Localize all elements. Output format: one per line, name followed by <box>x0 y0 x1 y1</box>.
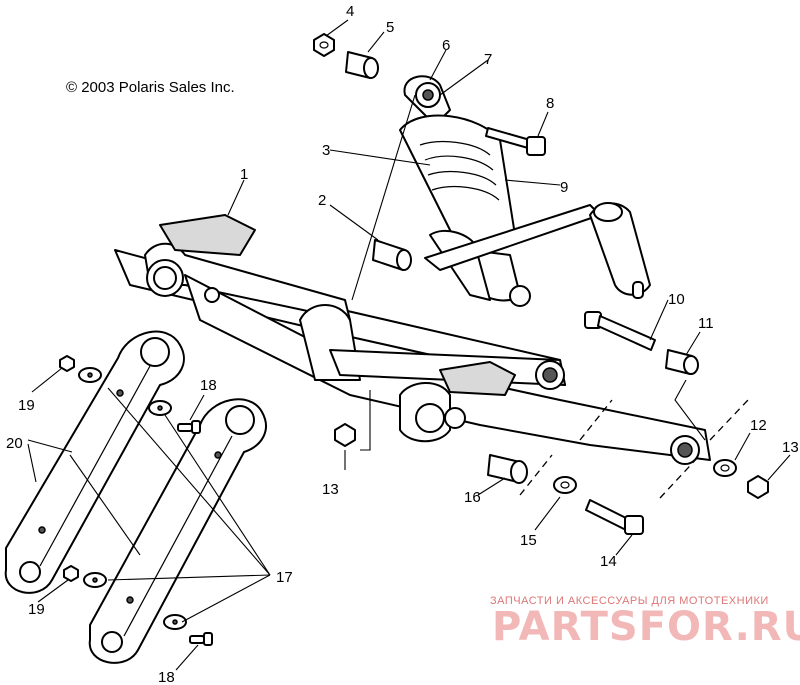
callout-20: 20 <box>6 435 23 452</box>
washer-17-a <box>78 367 102 383</box>
bushing-11 <box>665 349 699 375</box>
bolt-8 <box>485 127 546 156</box>
callout-12: 12 <box>750 417 767 434</box>
swing-arm-assembly <box>114 214 711 465</box>
callout-13-left: 13 <box>322 481 339 498</box>
dashed-axis-lines <box>519 399 749 499</box>
nut-19-lower <box>63 565 79 582</box>
callout-7: 7 <box>484 51 492 68</box>
callout-16: 16 <box>464 489 481 506</box>
callout-19-lower: 19 <box>28 601 45 618</box>
nut-4 <box>313 33 335 57</box>
callout-18-lower: 18 <box>158 669 175 685</box>
bolt-18-upper <box>177 420 201 434</box>
watermark: ЗАПЧАСТИ И АКСЕССУАРЫ ДЛЯ МОТОТЕХНИКИ PA… <box>490 595 800 650</box>
callout-2: 2 <box>318 192 326 209</box>
callout-4: 4 <box>346 3 354 20</box>
callout-1: 1 <box>240 166 248 183</box>
bushing-5 <box>345 51 379 79</box>
callout-8: 8 <box>546 95 554 112</box>
callout-labels: 1 2 3 4 5 6 7 8 9 10 11 12 13 13 14 15 1… <box>6 3 799 685</box>
bolt-14 <box>585 499 644 535</box>
callout-13-right: 13 <box>782 439 799 456</box>
nut-13-right <box>747 475 769 499</box>
nut-13-left <box>334 423 356 447</box>
nut-19-upper <box>59 355 75 372</box>
callout-15: 15 <box>520 532 537 549</box>
shock-absorber <box>399 75 651 307</box>
callout-3: 3 <box>322 142 330 159</box>
bushing-16 <box>487 454 528 484</box>
leader-lines <box>27 19 791 671</box>
callout-5: 5 <box>386 19 394 36</box>
washer-17-c <box>83 572 107 588</box>
washer-17-d <box>163 614 187 630</box>
copyright-text: © 2003 Polaris Sales Inc. <box>66 79 235 96</box>
callout-19-upper: 19 <box>18 397 35 414</box>
callout-14: 14 <box>600 553 617 570</box>
washer-17-b <box>148 400 172 416</box>
washer-12 <box>713 459 737 477</box>
link-arm-rear <box>88 398 267 664</box>
callout-11: 11 <box>698 315 714 332</box>
callout-18-upper: 18 <box>200 377 217 394</box>
callout-17: 17 <box>276 569 293 586</box>
callout-9: 9 <box>560 179 568 196</box>
bushing-2 <box>372 239 412 271</box>
bolt-10 <box>584 311 656 351</box>
callout-6: 6 <box>442 37 450 54</box>
callout-10: 10 <box>668 291 685 308</box>
watermark-brand: PARTSFOR.RU <box>492 604 800 650</box>
link-arm-front <box>4 330 185 594</box>
washer-15 <box>553 476 577 494</box>
watermark-subtitle: ЗАПЧАСТИ И АКСЕССУАРЫ ДЛЯ МОТОТЕХНИКИ <box>490 595 769 607</box>
bolt-18-lower <box>189 632 213 646</box>
